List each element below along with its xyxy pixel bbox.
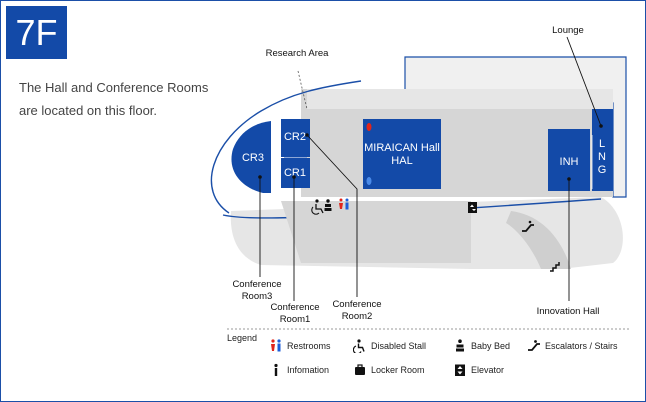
legend-disabled-stall: Disabled Stall <box>353 339 426 353</box>
cr3-leader-dot <box>258 175 262 179</box>
stairs-icon <box>550 262 560 272</box>
room-inh-label: INH <box>560 156 579 168</box>
information-icon <box>274 363 278 376</box>
locker-room-icon <box>355 364 365 375</box>
conference-room2-label-b: Room2 <box>342 311 373 322</box>
room-miraican-hall[interactable] <box>363 119 441 189</box>
conference-room1-label-b: Room1 <box>280 314 311 325</box>
baby-bed-icon <box>324 199 332 211</box>
cr2-leader <box>306 134 358 297</box>
floor-description: The Hall and Conference Rooms are locate… <box>19 80 209 118</box>
legend-title: Legend <box>227 333 258 343</box>
legend-locker-room: Locker Room <box>353 363 425 377</box>
legend-information: Infomation <box>269 363 329 377</box>
cr2-leader-dot <box>305 133 309 137</box>
hall-restroom-female-icon <box>366 123 372 131</box>
legend-escalators-stairs-label: Escalators / Stairs <box>545 341 618 351</box>
lng-letter-n: N <box>598 151 606 163</box>
escalator-area <box>506 211 571 269</box>
lng-letter-g: G <box>598 164 607 176</box>
room-cr1-label: CR1 <box>284 167 306 179</box>
room-cr1[interactable] <box>281 158 310 188</box>
elevator-icon <box>455 364 465 376</box>
legend-escalators-stairs: Escalators / Stairs <box>527 339 618 353</box>
research-area-label: Research Area <box>266 48 330 59</box>
restroom-icon <box>271 339 281 352</box>
lng-letter-l: L <box>599 138 605 150</box>
legend-restrooms: Restrooms <box>269 339 331 353</box>
cr1-leader-dot <box>292 175 296 179</box>
innovation-hall-label: Innovation Hall <box>537 306 600 317</box>
room-lounge[interactable] <box>592 109 613 191</box>
disabled-stall-icon <box>353 339 365 353</box>
legend-baby-bed: Baby Bed <box>453 339 510 353</box>
baby-bed-icon <box>456 339 464 352</box>
legend-disabled-stall-label: Disabled Stall <box>371 341 427 351</box>
research-area <box>307 89 613 109</box>
legend-locker-room-label: Locker Room <box>371 365 425 375</box>
room-cr3[interactable] <box>231 121 271 193</box>
lounge-leader <box>566 36 602 127</box>
room-cr2[interactable] <box>281 119 310 157</box>
conference-room3-label-b: Room3 <box>242 291 273 302</box>
inh-leader-dot <box>567 177 571 181</box>
elevator-icon <box>468 202 477 213</box>
lounge-label: Lounge <box>552 25 584 36</box>
legend-elevator-label: Elevator <box>471 365 505 375</box>
room-cr2-label: CR2 <box>284 131 306 143</box>
legend-information-label: Infomation <box>287 365 330 375</box>
disabled-stall-icon <box>311 199 324 215</box>
legend-restrooms-label: Restrooms <box>287 341 331 351</box>
hall-restroom-male-icon <box>366 177 372 185</box>
floor-edge-upper <box>210 80 362 214</box>
restroom-icon <box>339 198 349 210</box>
conference-room2-label-a: Conference <box>332 299 381 310</box>
lower-corridor <box>281 201 471 263</box>
hall-label-line1: MIRAICAN Hall <box>364 142 440 154</box>
legend-elevator: Elevator <box>453 363 504 377</box>
floor-badge: 7F <box>6 6 67 59</box>
conference-room3-label-a: Conference <box>232 279 281 290</box>
escalator-icon <box>528 340 540 351</box>
conference-room1-label-a: Conference <box>270 302 319 313</box>
room-cr3-label: CR3 <box>242 152 264 164</box>
legend-baby-bed-label: Baby Bed <box>471 341 511 351</box>
lounge-leader-dot <box>599 124 603 128</box>
escalator-icon <box>522 220 534 232</box>
hall-label-line2: HAL <box>391 155 412 167</box>
research-area-leader <box>297 70 308 110</box>
